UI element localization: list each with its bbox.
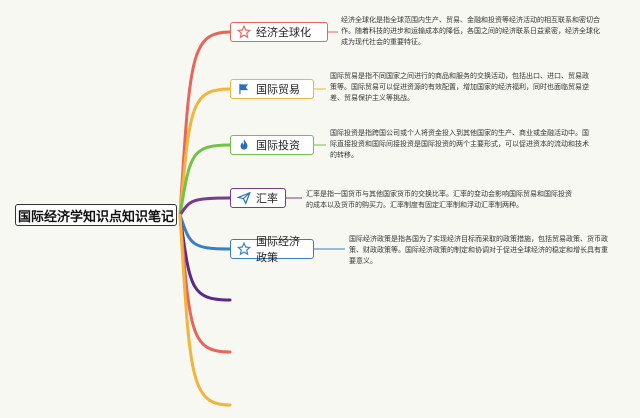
topic-economic-globalization[interactable]: 经济全球化: [230, 22, 328, 42]
note-economic-globalization: 经济全球化是指全球范围内生产、贸易、金融和投资等经济活动的相互联系和密切合作。随…: [341, 16, 600, 46]
star-outline-icon: [237, 242, 251, 256]
topic-international-trade[interactable]: 国际贸易: [230, 79, 314, 99]
branch-line: [178, 87, 232, 217]
topic-international-investment[interactable]: 国际投资: [230, 135, 314, 155]
note-exchange-rate: 汇率是指一国货币与其他国家货币的交换比率。汇率的变动会影响国际贸易和国际投资的成…: [306, 190, 572, 209]
topic-label: 国际贸易: [256, 83, 300, 96]
topic-label: 国际经济政策: [256, 235, 300, 264]
fire-icon: [237, 138, 251, 152]
topic-label: 经济全球化: [256, 26, 311, 39]
branch-line: [178, 213, 232, 251]
branch-line: [178, 196, 232, 217]
topic-label: 汇率: [256, 192, 278, 205]
branch-line: [178, 30, 232, 217]
root-topic[interactable]: 国际经济学知识点知识笔记: [15, 204, 177, 226]
topic-international-economic-policy[interactable]: 国际经济政策: [230, 235, 314, 264]
root-title: 国际经济学知识点知识笔记: [17, 209, 174, 225]
branch-line: [178, 143, 232, 217]
star-icon: [237, 25, 251, 39]
empty-branch-line: [178, 213, 232, 407]
note-international-investment: 国际投资是指跨国公司或个人将资金投入到其他国家的生产、商业或金融活动中。国际直接…: [330, 129, 589, 159]
topic-exchange-rate[interactable]: 汇率: [230, 188, 286, 208]
paper-plane-icon: [237, 191, 251, 205]
note-international-economic-policy: 国际经济政策是指各国为了实现经济目标而采取的政策措施，包括贸易政策、货币政策、财…: [349, 235, 608, 265]
topic-label: 国际投资: [256, 139, 300, 152]
flag-icon: [237, 82, 251, 96]
note-international-trade: 国际贸易是指不同国家之间进行的商品和服务的交换活动，包括出口、进口、贸易政策等。…: [330, 72, 589, 102]
